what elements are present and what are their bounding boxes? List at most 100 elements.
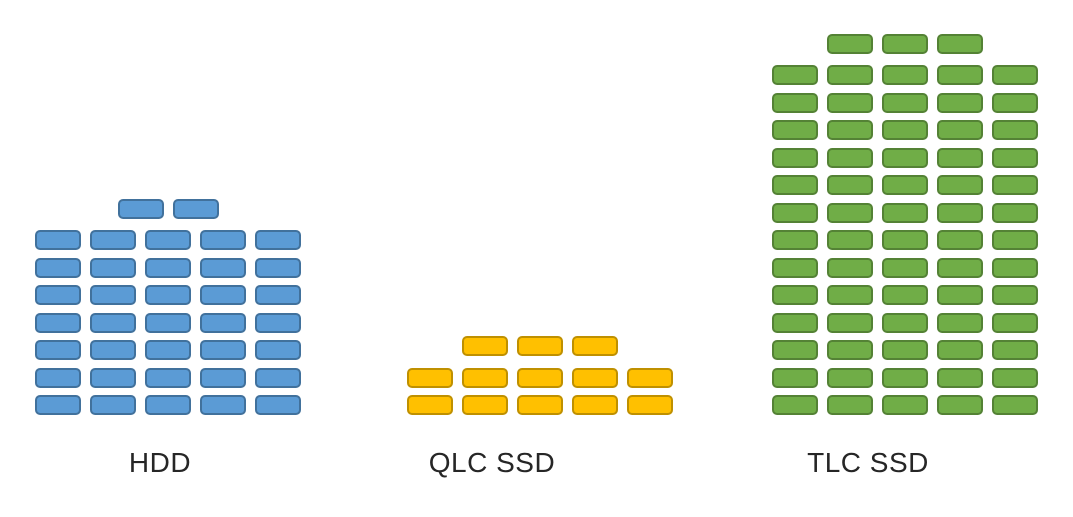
block-row <box>35 285 301 305</box>
unit-block <box>937 340 983 360</box>
unit-block <box>462 367 508 388</box>
unit-block <box>517 336 563 356</box>
unit-block <box>992 147 1038 168</box>
unit-block <box>90 230 136 250</box>
block-row <box>35 312 301 333</box>
unit-block <box>882 65 928 85</box>
unit-block <box>992 175 1038 195</box>
unit-block <box>937 65 983 85</box>
unit-block <box>937 202 983 223</box>
block-row <box>407 395 673 415</box>
unit-block <box>882 257 928 278</box>
block-row <box>35 257 301 278</box>
unit-block <box>145 312 191 333</box>
unit-block <box>145 285 191 305</box>
unit-block <box>200 312 246 333</box>
block-row <box>35 230 301 250</box>
unit-block <box>992 120 1038 140</box>
unit-block <box>90 285 136 305</box>
unit-block <box>35 285 81 305</box>
unit-block <box>145 257 191 278</box>
unit-block <box>772 257 818 278</box>
unit-block <box>827 285 873 305</box>
category-label-hdd: HDD <box>128 447 192 478</box>
block-row <box>117 198 219 219</box>
hdd-block-stack <box>35 198 301 415</box>
unit-block <box>882 120 928 140</box>
unit-block <box>827 33 873 54</box>
unit-block <box>200 285 246 305</box>
block-row <box>772 257 1038 278</box>
unit-block <box>35 340 81 360</box>
block-row <box>772 120 1038 140</box>
unit-block <box>462 336 508 356</box>
bar-group-hdd: HDD <box>35 0 301 517</box>
unit-block <box>255 340 301 360</box>
unit-block <box>627 367 673 388</box>
unit-block <box>827 367 873 388</box>
unit-block <box>172 198 219 219</box>
unit-block <box>937 312 983 333</box>
unit-block <box>772 285 818 305</box>
unit-block <box>117 198 164 219</box>
unit-block <box>882 230 928 250</box>
bar-group-qlc-ssd: QLC SSD <box>407 0 673 517</box>
unit-block <box>200 340 246 360</box>
unit-block <box>882 92 928 113</box>
unit-block <box>882 367 928 388</box>
unit-block <box>772 175 818 195</box>
unit-block <box>882 395 928 415</box>
unit-block <box>827 65 873 85</box>
unit-block <box>937 92 983 113</box>
unit-block <box>937 395 983 415</box>
unit-block <box>992 395 1038 415</box>
unit-block <box>937 147 983 168</box>
unit-block <box>90 257 136 278</box>
unit-block <box>90 312 136 333</box>
block-row <box>772 230 1038 250</box>
block-row <box>35 395 301 415</box>
unit-block <box>255 312 301 333</box>
unit-block <box>90 395 136 415</box>
unit-block <box>200 395 246 415</box>
unit-block <box>145 395 191 415</box>
block-row <box>35 340 301 360</box>
unit-block <box>772 202 818 223</box>
unit-block <box>35 367 81 388</box>
unit-block <box>572 367 618 388</box>
unit-block <box>145 367 191 388</box>
unit-block <box>90 340 136 360</box>
unit-block <box>35 230 81 250</box>
unit-block <box>827 120 873 140</box>
unit-block <box>937 175 983 195</box>
block-row <box>772 175 1038 195</box>
unit-block <box>35 312 81 333</box>
unit-block <box>882 175 928 195</box>
unit-block <box>882 33 928 54</box>
block-row <box>772 65 1038 85</box>
block-row <box>772 92 1038 113</box>
unit-block <box>772 92 818 113</box>
unit-block <box>937 120 983 140</box>
unit-block <box>937 33 983 54</box>
unit-block <box>145 230 191 250</box>
unit-block <box>255 257 301 278</box>
unit-block <box>882 340 928 360</box>
unit-block <box>827 395 873 415</box>
unit-block <box>827 175 873 195</box>
unit-block <box>827 340 873 360</box>
unit-block <box>992 65 1038 85</box>
unit-block <box>772 147 818 168</box>
unit-block <box>827 147 873 168</box>
unit-block <box>992 367 1038 388</box>
unit-block <box>255 395 301 415</box>
unit-block <box>882 285 928 305</box>
block-row <box>772 367 1038 388</box>
block-row <box>462 336 618 356</box>
unit-block <box>882 312 928 333</box>
unit-block <box>882 147 928 168</box>
unit-block <box>462 395 508 415</box>
category-label-qlc-ssd: QLC SSD <box>428 447 556 478</box>
block-row <box>772 202 1038 223</box>
unit-block <box>992 202 1038 223</box>
